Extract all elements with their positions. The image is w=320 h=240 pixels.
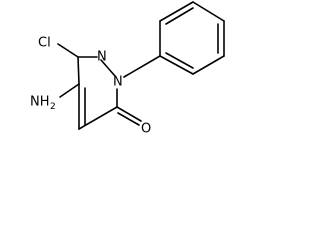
atom-label-nh2: NH [30, 95, 50, 110]
bond-ph-5 [192, 55, 225, 75]
bond-ph-3 [192, 1, 225, 22]
atom-label-nh2-subscript: 2 [50, 102, 56, 112]
bond-ph-2 [159, 1, 194, 22]
bond-n1-n2 [100, 59, 116, 77]
bond-ph-6 [159, 55, 194, 75]
chemical-structure: Cl N N NH 2 O [30, 1, 225, 137]
atom-label-o: O [141, 122, 151, 137]
bond-ph-inner-1 [165, 7, 194, 25]
bond-c3-o [116, 106, 142, 122]
bond-c5-nh2 [59, 83, 80, 98]
bond-n2-phenyl [123, 55, 161, 78]
bond-c5-c6 [77, 56, 80, 85]
atom-label-cl: Cl [38, 36, 51, 51]
bond-ph-inner-3 [165, 52, 194, 69]
bond-c6-cl [57, 43, 79, 58]
atom-label-n2: N [113, 75, 123, 90]
bond-c3-o-second [117, 112, 140, 126]
atom-label-n1: N [97, 50, 107, 65]
